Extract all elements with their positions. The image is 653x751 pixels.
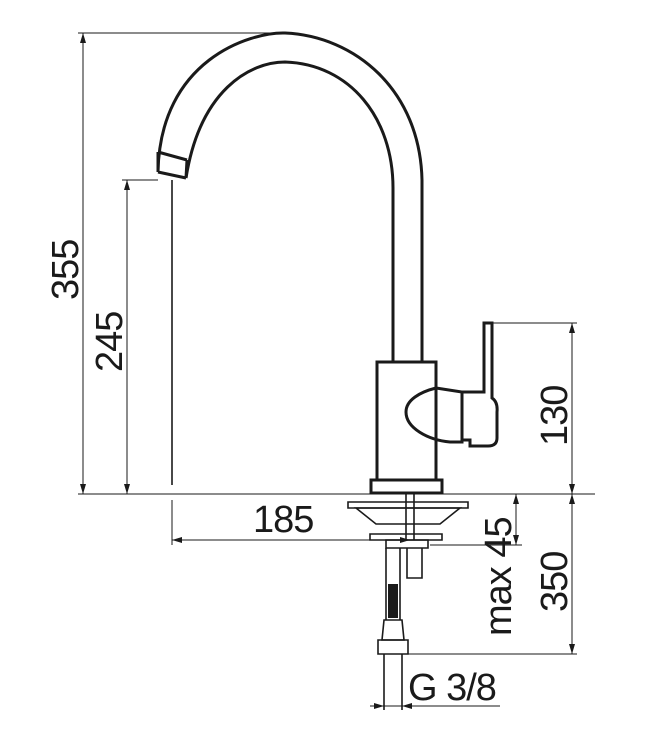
hose-crimp-fitting xyxy=(381,619,405,641)
spout-outer-curve xyxy=(156,31,424,362)
dim-130-arrow-top xyxy=(569,323,575,333)
dim-thread-arrow-left xyxy=(374,703,384,709)
dimension-lines xyxy=(78,32,577,709)
hose-connector xyxy=(377,639,409,655)
spout-nozzle xyxy=(156,150,189,180)
label-reach: 185 xyxy=(253,499,313,541)
dimension-labels: 355 245 185 130 max 45 350 G 3/8 xyxy=(45,240,576,709)
mounting-nut xyxy=(385,539,429,549)
base-ring xyxy=(369,478,444,495)
label-max-deck-thickness: max 45 xyxy=(478,517,520,636)
dim-350-arrow-top xyxy=(569,494,575,504)
dim-130-arrow-bottom xyxy=(569,484,575,494)
dim-thread-arrow-right xyxy=(402,703,412,709)
label-handle-height: 130 xyxy=(534,386,576,446)
dim-355-arrow-top xyxy=(80,33,86,43)
dim-350-arrow-bottom xyxy=(569,644,575,654)
mounting-plate-upper xyxy=(347,501,469,509)
body-column xyxy=(375,360,438,482)
mounting-plate-trapezoid xyxy=(353,507,463,525)
spout-inner-curve xyxy=(184,60,395,362)
label-hose-length: 350 xyxy=(534,552,576,612)
hose-braid-section xyxy=(388,584,398,618)
hose-connector-tail xyxy=(383,654,403,710)
dim-245-arrow-bottom xyxy=(124,484,130,494)
lever-handle xyxy=(460,321,499,448)
dim-245-arrow-top xyxy=(124,180,130,190)
label-connection-thread: G 3/8 xyxy=(408,667,496,709)
dim-45-arrow-bottom xyxy=(513,535,519,545)
dim-45-arrow-top xyxy=(513,494,519,504)
handle-cam xyxy=(404,386,464,444)
dim-185-arrow-right xyxy=(400,537,410,543)
label-total-height: 355 xyxy=(45,240,87,300)
mounting-washer-lower xyxy=(369,533,443,541)
threaded-stud xyxy=(405,494,415,540)
secondary-stud xyxy=(406,548,423,579)
dim-185-arrow-left xyxy=(172,537,182,543)
mounting-assembly xyxy=(78,493,595,710)
dim-355-arrow-bottom xyxy=(80,484,86,494)
label-spout-height: 245 xyxy=(89,312,131,372)
flexible-hose xyxy=(385,548,401,620)
faucet-outline xyxy=(156,31,499,495)
